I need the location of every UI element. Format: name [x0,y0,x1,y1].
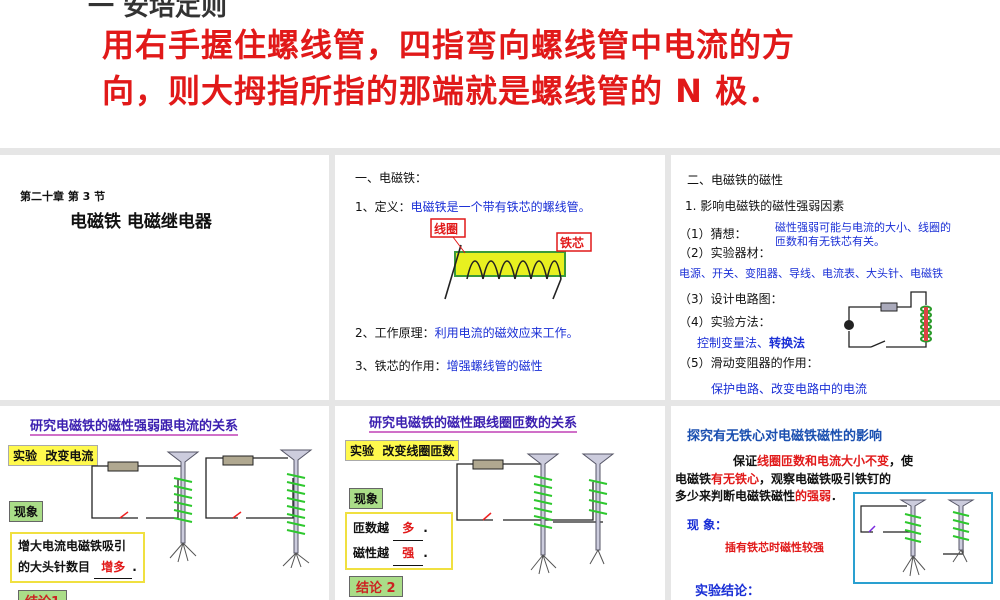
principle-label: 2、工作原理： [355,326,435,340]
experiment-label: 实验 改变电流 [8,445,99,466]
slide-thumbnail-3[interactable]: 二、电磁铁的磁性 1. 影响电磁铁的磁性强弱因素 （1）猜想： 磁性强弱可能与电… [671,155,1000,400]
text-line-3: 多少来判断电磁铁磁性的强弱． [675,487,843,504]
text2b: 有无铁心 [711,472,760,486]
observation-box: 增大电流电磁铁吸引 的大头针数目 增多. [10,532,145,583]
core-role-line: 3、铁芯的作用：增强螺线管的磁性 [355,357,543,374]
slide-title: 研究电磁铁的磁性跟线圈匝数的关系 [369,412,578,433]
equipment-label: （2）实验器材： [679,246,771,260]
slide-title: 研究电磁铁的磁性强弱跟电流的关系 [30,415,239,436]
circuit-diagram [844,291,932,348]
phenomenon-label: 现象 [349,488,384,509]
conclusion-label: 结论 2 [349,576,403,597]
rheostat-text: 保护电路、改变电路中的电流 [711,382,868,396]
core-label: 铁芯 [560,235,584,250]
circuit-label: （3）设计电路图： [679,292,783,306]
experiment-tag: 实验 [350,444,375,458]
phenomenon-label: 现象 [9,501,44,522]
definition-line: 1、定义：电磁铁是一个带有铁芯的螺线管。 [355,198,591,215]
text-line-1: 保证线圈匝数和电流大小不变，使 [733,452,913,469]
experiment-text: 改变线圈匝数 [382,444,455,458]
text1a: 保证 [733,454,758,468]
rule-line-2: 向，则大拇指所指的那端就是螺线管的 N 极． [102,72,782,110]
definition-text: 电磁铁是一个带有铁芯的螺线管。 [410,200,591,214]
observation-answer: 增多 [94,557,133,579]
slide-thumbnail-4[interactable]: 研究电磁铁的磁性强弱跟电流的关系 实验 改变电流 现象 增大电流电磁铁吸引 的大… [0,406,329,600]
text2a: 电磁铁 [675,472,712,486]
magnetism-answer: 强 [393,541,424,566]
guess-text: 磁性强弱可能与电流的大小、线圈的 匝数和有无铁芯有关。 [775,221,951,249]
principle-text: 利用电流的磁效应来工作。 [434,326,579,340]
magnetism-label: 磁性越 [353,546,390,560]
method-control: 控制变量法、 [697,336,770,350]
rule-line-1: 用右手握住螺线管，四指弯向螺线管中电流的方 [102,26,796,64]
text3c: ． [831,489,844,503]
slide-thumbnail-1[interactable]: 第二十章 第 3 节 电磁铁 电磁继电器 [0,155,329,400]
text1b: 线圈匝数和电流大小不变 [757,454,890,468]
observation-text: 插有铁芯时磁性较强 [725,541,824,554]
definition-label: 1、定义： [355,200,411,214]
slide-thumbnail-5[interactable]: 研究电磁铁的磁性跟线圈匝数的关系 实验 改变线圈匝数 现象 匝数越 多. 磁性越… [335,406,665,600]
core-experiment-diagram [853,492,993,584]
electromagnet-diagram: 线圈 铁芯 [430,218,592,300]
conclusion-label: 实验结论： [695,584,761,599]
text1c: ，使 [889,454,914,468]
current-experiment-diagram [91,449,313,568]
slide-thumbnail-2[interactable]: 一、电磁铁： 1、定义：电磁铁是一个带有铁芯的螺线管。 线圈 铁芯 2、工作原理… [335,155,665,400]
chapter-label: 第二十章 第 3 节 [20,190,106,203]
experiment-text: 改变电流 [45,449,94,463]
guess-text-1: 磁性强弱可能与电流的大小、线圈的 [775,221,951,234]
turns-label: 匝数越 [353,521,390,535]
guess-label: （1）猜想： [679,227,747,241]
phenomenon-label: 现 象： [687,518,728,532]
turns-experiment-diagram [456,453,615,575]
text2c: ，观察电磁铁吸引铁钉的 [759,472,892,486]
cut-title: 一 安培定则 [88,0,228,22]
core-role-text: 增强螺线管的磁性 [446,359,543,373]
principle-line: 2、工作原理：利用电流的磁效应来工作。 [355,324,579,341]
guess-text-2: 匝数和有无铁芯有关。 [775,235,885,248]
conclusion-label: 结论1 [18,590,68,600]
turns-answer: 多 [393,516,424,541]
slide-title: 电磁铁 电磁继电器 [70,212,212,232]
magnetism-line: 磁性越 强. [353,541,445,566]
experiment-tag: 实验 [13,449,38,463]
core-role-label: 3、铁芯的作用： [355,359,447,373]
rheostat-label: （5）滑动变阻器的作用： [679,356,819,370]
text3a: 多少来判断电磁铁磁性 [675,489,796,503]
slide-title: 探究有无铁心对电磁铁磁性的影响 [687,429,883,444]
top-banner: 一 安培定则 用右手握住螺线管，四指弯向螺线管中电流的方 向，则大拇指所指的那端… [0,0,1000,148]
turns-line: 匝数越 多. [353,516,445,541]
section-heading: 二、电磁铁的磁性 [687,173,784,187]
method-convert: 转换法 [769,336,806,350]
observation-line-2: 的大头针数目 增多. [18,557,137,579]
method-label: （4）实验方法： [679,315,771,329]
text-line-2: 电磁铁有无铁心，观察电磁铁吸引铁钉的 [675,470,891,487]
factors-heading: 1. 影响电磁铁的磁性强弱因素 [685,199,845,213]
slide-thumbnail-6[interactable]: 探究有无铁心对电磁铁磁性的影响 保证线圈匝数和电流大小不变，使 电磁铁有无铁心，… [671,406,1000,600]
observation-prefix: 的大头针数目 [18,560,91,574]
equipment-text: 电源、开关、变阻器、导线、电流表、大头针、电磁铁 [679,267,943,280]
experiment-label: 实验 改变线圈匝数 [345,440,460,461]
observation-line-1: 增大电流电磁铁吸引 [18,539,127,553]
text3b: 的强弱 [795,489,832,503]
coil-label: 线圈 [434,221,458,236]
ampere-rule-text: 用右手握住螺线管，四指弯向螺线管中电流的方 向，则大拇指所指的那端就是螺线管的 … [102,22,962,114]
section-heading: 一、电磁铁： [355,171,428,185]
method-text: 控制变量法、转换法 [697,334,805,351]
observation-box: 匝数越 多. 磁性越 强. [345,512,453,570]
